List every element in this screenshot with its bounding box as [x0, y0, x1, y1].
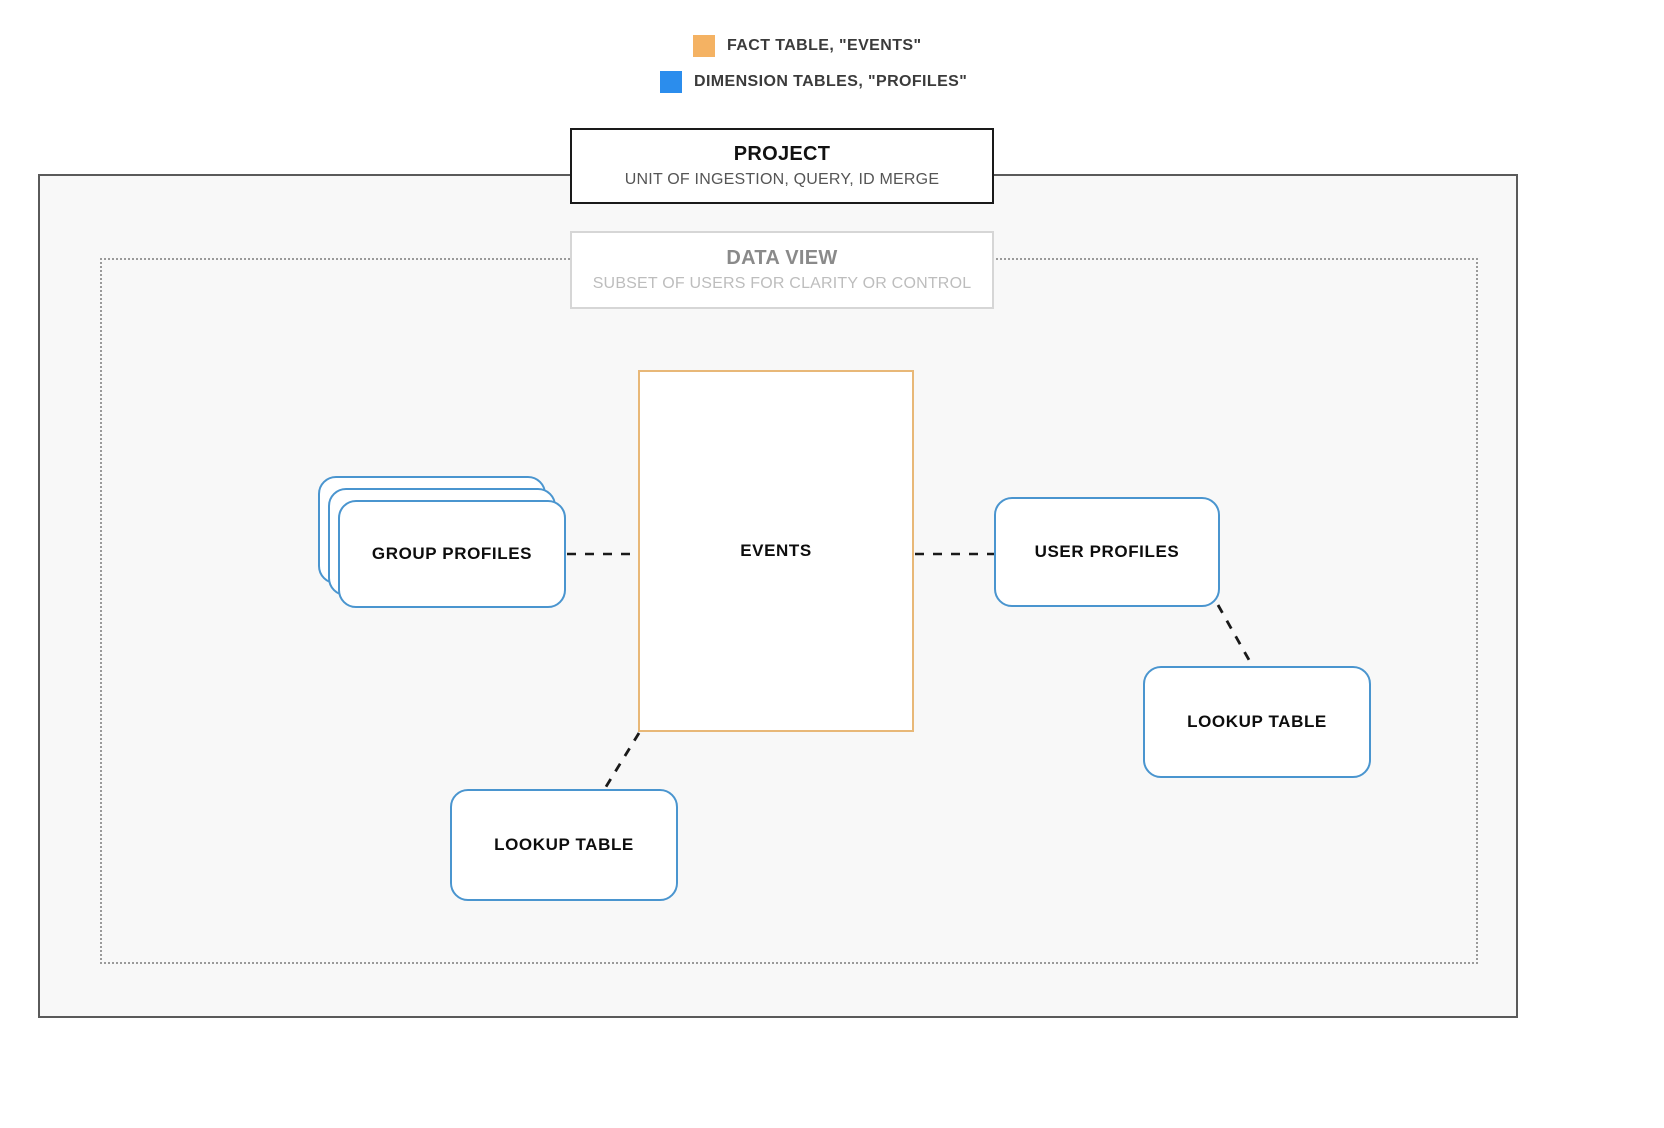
- node-events[interactable]: EVENTS: [638, 370, 914, 732]
- project-card-title: PROJECT: [733, 143, 831, 165]
- node-user-profiles-label: USER PROFILES: [1034, 542, 1180, 561]
- project-label-card[interactable]: PROJECT UNIT OF INGESTION, QUERY, ID MER…: [570, 128, 994, 204]
- legend-label-fact-table: FACT TABLE, "EVENTS": [727, 37, 922, 54]
- node-lookup-table-right[interactable]: LOOKUP TABLE: [1143, 666, 1371, 778]
- data-view-label-card[interactable]: DATA VIEW SUBSET OF USERS FOR CLARITY OR…: [570, 231, 994, 309]
- node-lookup-table-left[interactable]: LOOKUP TABLE: [450, 789, 678, 901]
- node-events-label: EVENTS: [740, 541, 812, 560]
- blue-square-swatch: [660, 71, 682, 93]
- node-lookup-table-right-label: LOOKUP TABLE: [1187, 712, 1327, 731]
- legend-item-dimension-tables: DIMENSION TABLES, "PROFILES": [660, 71, 967, 93]
- legend-label-dimension-tables: DIMENSION TABLES, "PROFILES": [694, 73, 968, 90]
- orange-square-swatch: [693, 35, 715, 57]
- legend-item-fact-table: FACT TABLE, "EVENTS": [693, 35, 921, 57]
- node-group-profiles-label: GROUP PROFILES: [371, 544, 533, 563]
- data-view-card-title: DATA VIEW: [726, 247, 838, 269]
- node-user-profiles[interactable]: USER PROFILES: [994, 497, 1220, 607]
- project-card-subtitle: UNIT OF INGESTION, QUERY, ID MERGE: [624, 171, 940, 188]
- node-lookup-table-left-label: LOOKUP TABLE: [494, 835, 634, 854]
- data-view-card-subtitle: SUBSET OF USERS FOR CLARITY OR CONTROL: [592, 275, 972, 292]
- node-group-profiles[interactable]: GROUP PROFILES: [338, 500, 566, 608]
